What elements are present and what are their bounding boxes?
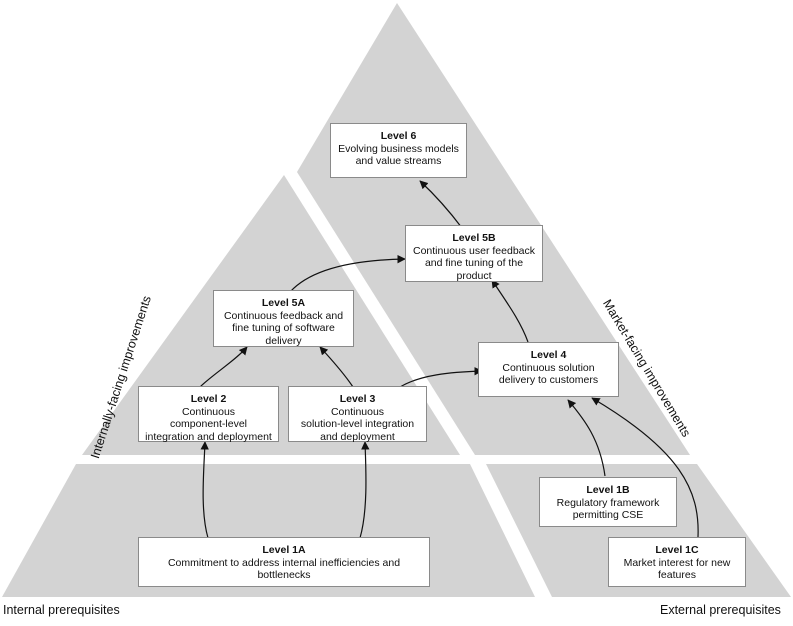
level-1b-title: Level 1B	[586, 484, 630, 496]
external-prerequisites-caption: External prerequisites	[660, 603, 781, 617]
arrow-4-to-5b	[491, 279, 529, 343]
level-4-title: Level 4	[530, 349, 567, 361]
level-5b-title: Level 5B	[452, 232, 496, 244]
arrow-1c-to-4	[591, 397, 699, 538]
level-5a-title: Level 5A	[261, 297, 306, 309]
arrow-5b-to-6	[419, 180, 463, 229]
arrow-3-to-5a	[319, 346, 354, 388]
level-1c-box: Level 1C Market interest for new feature…	[608, 537, 746, 587]
level-5b-box: Level 5B Continuous user feedback and fi…	[405, 225, 543, 282]
level-2-text: Continuous component-level integration a…	[145, 405, 272, 443]
arrow-2-to-5a	[199, 346, 248, 388]
arrow-1b-to-4	[567, 399, 606, 477]
level-1c-text: Market interest for new features	[623, 556, 731, 582]
level-2-box: Level 2 Continuous component-level integ…	[138, 386, 279, 443]
arrow-1a-to-3	[359, 441, 370, 539]
level-1a-title: Level 1A	[262, 544, 306, 556]
level-1a-text: Commitment to address internal inefficie…	[167, 556, 401, 582]
level-5a-text: Continuous feedback and fine tuning of s…	[223, 309, 344, 347]
level-4-box: Level 4 Continuous solution delivery to …	[478, 342, 619, 397]
level-1a-box: Level 1A Commitment to address internal …	[138, 537, 430, 587]
level-4-text: Continuous solution delivery to customer…	[498, 361, 599, 387]
level-3-title: Level 3	[339, 393, 376, 405]
arrow-3-to-4	[399, 367, 483, 388]
internal-prerequisites-caption: Internal prerequisites	[3, 603, 120, 617]
arrow-5a-to-5b	[289, 254, 406, 293]
level-6-title: Level 6	[380, 130, 417, 142]
level-2-title: Level 2	[190, 393, 227, 405]
level-5b-text: Continuous user feedback and fine tuning…	[413, 244, 535, 282]
level-6-box: Level 6 Evolving business models and val…	[330, 123, 467, 178]
level-3-box: Level 3 Continuous solution-level integr…	[288, 386, 427, 443]
level-1b-text: Regulatory framework permitting CSE	[556, 496, 660, 522]
level-1c-title: Level 1C	[655, 544, 699, 556]
level-6-text: Evolving business models and value strea…	[338, 142, 459, 168]
level-5a-box: Level 5A Continuous feedback and fine tu…	[213, 290, 354, 347]
level-1b-box: Level 1B Regulatory framework permitting…	[539, 477, 677, 527]
arrow-1a-to-2	[200, 441, 209, 539]
level-3-text: Continuous solution-level integration an…	[300, 405, 415, 443]
